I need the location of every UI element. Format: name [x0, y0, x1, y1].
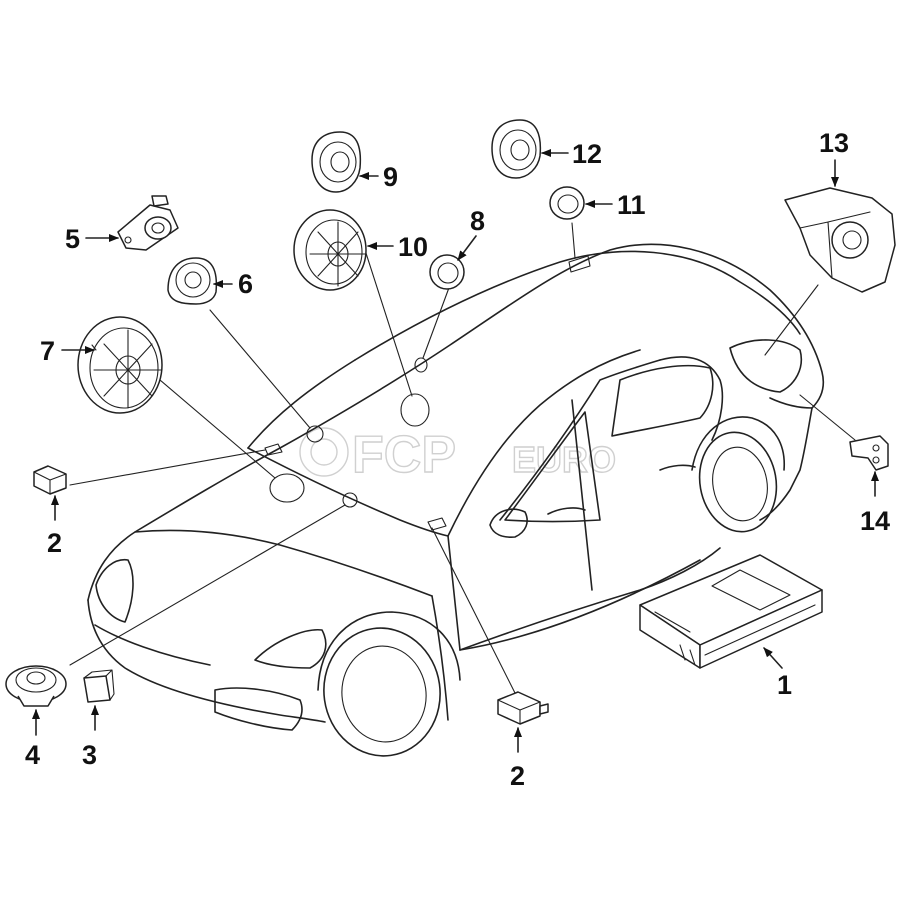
spot-sensor-left	[264, 443, 283, 456]
part-subwoofer[interactable]	[784, 187, 896, 293]
part-front-speaker[interactable]	[5, 665, 67, 707]
callout-4: 4	[25, 740, 40, 770]
part-speaker-10[interactable]	[293, 209, 367, 291]
spot-tweeter	[414, 357, 428, 373]
speaker-locations	[264, 255, 591, 531]
callout-2-bottom: 2	[510, 761, 525, 791]
callout-14: 14	[860, 506, 890, 536]
part-sensor-bottom[interactable]	[497, 691, 549, 725]
part-tweeter-11[interactable]	[549, 186, 585, 220]
callout-9: 9	[383, 162, 398, 192]
spot-dash-speaker	[342, 492, 358, 508]
callout-8: 8	[470, 206, 485, 236]
part-amplifier[interactable]	[639, 554, 823, 669]
part-tweeter-bracket[interactable]	[117, 195, 179, 251]
part-speaker-12[interactable]	[491, 119, 542, 179]
callout-5: 5	[65, 224, 80, 254]
spot-roof-module	[568, 255, 591, 273]
callout-arrows	[32, 149, 879, 753]
car-outline	[87, 243, 825, 757]
callout-12: 12	[572, 139, 602, 169]
callout-labels: 1 2 3 4 5 6 7 8 9 10 11 12 13 14 2	[25, 128, 890, 791]
part-bracket[interactable]	[849, 435, 889, 471]
watermark: FCP EURO	[299, 425, 617, 485]
part-speaker-9[interactable]	[311, 131, 362, 193]
callout-13: 13	[819, 128, 849, 158]
watermark-brand-sub: EURO	[512, 439, 616, 480]
spot-sensor-center	[427, 517, 447, 531]
leader-lines	[69, 222, 856, 694]
part-woofer-7[interactable]	[77, 316, 163, 414]
callout-2-left: 2	[47, 528, 62, 558]
part-tweeter-8[interactable]	[429, 254, 465, 290]
part-sensor-left[interactable]	[33, 465, 67, 495]
part-small-module[interactable]	[83, 669, 115, 703]
spot-door-speaker	[306, 425, 324, 443]
part-mid-speaker-6[interactable]	[167, 257, 218, 305]
callout-3: 3	[82, 740, 97, 770]
callout-6: 6	[238, 269, 253, 299]
callout-11: 11	[617, 190, 646, 220]
spot-door-woofer	[269, 473, 305, 503]
callout-1: 1	[777, 670, 792, 700]
watermark-brand-main: FCP	[352, 426, 456, 484]
spot-mid-speaker	[400, 393, 430, 427]
callout-7: 7	[40, 336, 55, 366]
callout-10: 10	[398, 232, 428, 262]
